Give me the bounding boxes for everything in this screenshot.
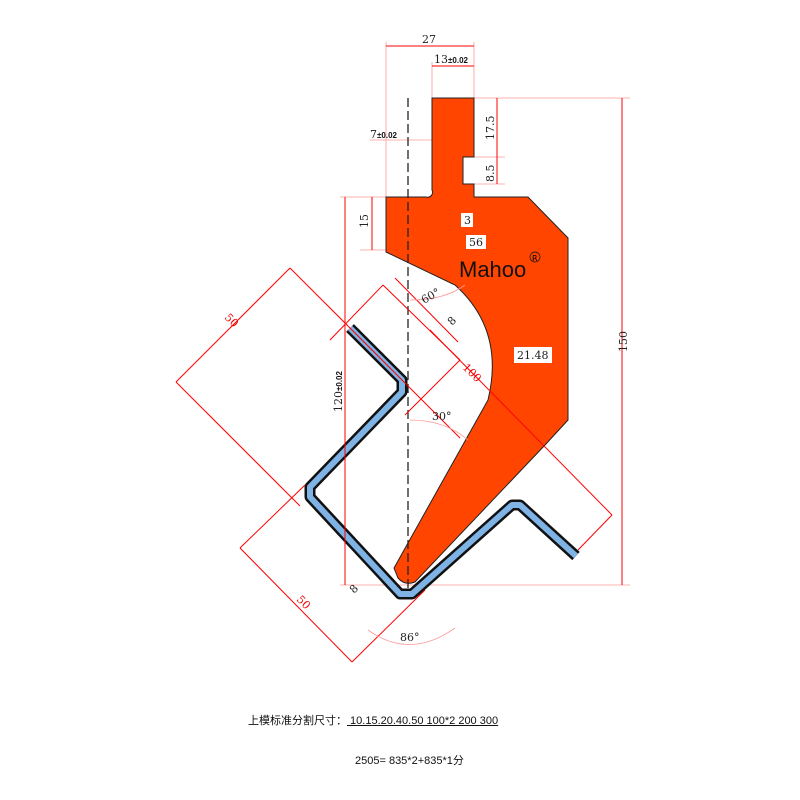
segment-label: 上模标准分割尺寸： <box>248 715 347 727</box>
registered-mark: R <box>532 254 538 263</box>
angle-arcs <box>367 284 469 645</box>
total-length: 2505= 835*2+835*1分 <box>355 755 464 767</box>
dim-120: 120±0.02 <box>332 370 345 412</box>
dim-13: 13±0.02 <box>434 53 469 66</box>
segment-sizes: 上模标准分割尺寸： 10.15.20.40.50 100*2 200 300 <box>248 712 498 728</box>
segment-values: 10.15.20.40.50 100*2 200 300 <box>347 715 499 727</box>
angle-60: 60° <box>419 286 442 307</box>
punch-tool <box>385 97 569 584</box>
dim-27: 27 <box>422 33 436 46</box>
dim-17-5: 17.5 <box>484 116 497 141</box>
dimension-lines <box>175 45 623 663</box>
workpiece <box>304 324 580 600</box>
extension-lines <box>340 42 630 586</box>
dim-8-lower: 8 <box>347 582 361 596</box>
dim-8-5: 8.5 <box>484 165 497 183</box>
dim-8-upper: 8 <box>445 314 459 328</box>
dim-50-top: 50 <box>222 311 241 330</box>
dim-50-bottom: 50 <box>294 593 313 612</box>
angle-30: 30° <box>432 410 452 423</box>
dim-7: 7±0.02 <box>370 128 398 141</box>
dim-3: 3 <box>464 214 471 227</box>
dim-21-48: 21.48 <box>517 349 549 362</box>
brand-logo: Mahoo <box>459 257 526 282</box>
dim-15: 15 <box>358 214 371 228</box>
angle-86: 86° <box>400 631 420 644</box>
dim-150: 150 <box>617 331 630 352</box>
dim-56: 56 <box>469 236 483 249</box>
